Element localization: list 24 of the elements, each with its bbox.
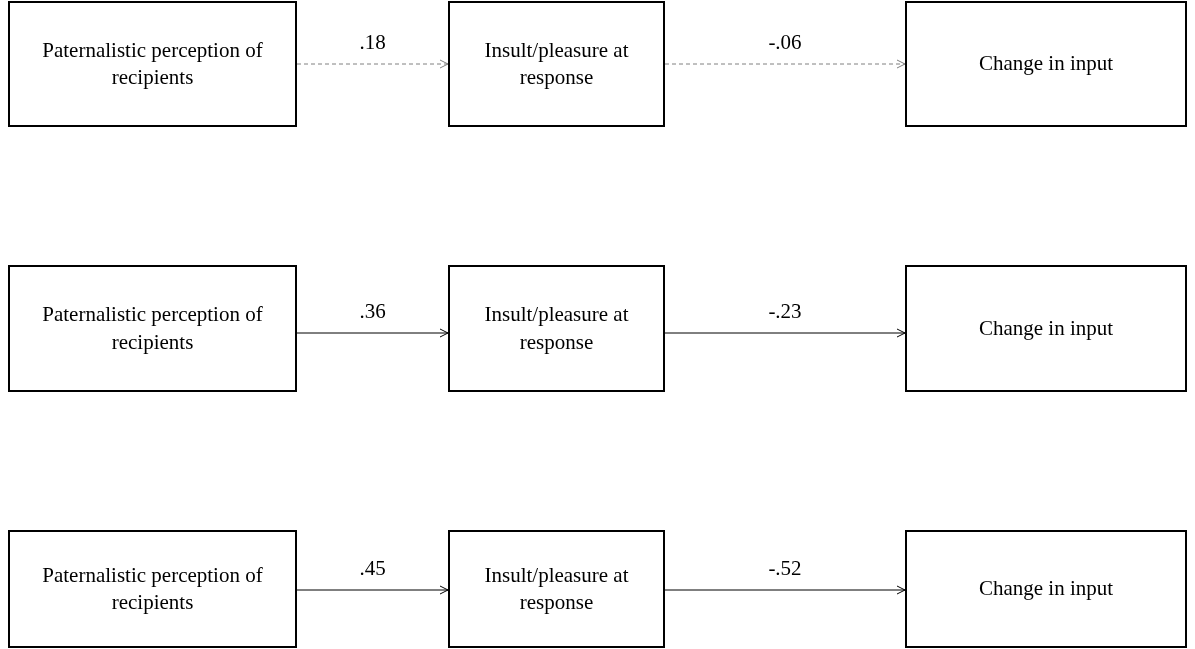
arrow	[296, 328, 449, 338]
box-label: Change in input	[978, 50, 1114, 78]
process-box	[448, 1, 665, 127]
process-box	[448, 265, 665, 392]
process-box	[8, 265, 297, 392]
process-box	[8, 530, 297, 648]
arrow	[296, 585, 449, 595]
arrow	[664, 59, 906, 69]
box-label: Insult/pleasure at response	[483, 561, 630, 616]
box-label: Paternalistic perception of recipients	[41, 301, 264, 356]
process-box	[905, 265, 1187, 392]
arrow	[296, 59, 449, 69]
box-label: Paternalistic perception of recipients	[41, 561, 264, 616]
arrow	[664, 328, 906, 338]
process-box	[8, 1, 297, 127]
box-label: Change in input	[978, 314, 1114, 342]
arrow	[664, 585, 906, 595]
box-label: Paternalistic perception of recipients	[41, 36, 264, 91]
box-label: Change in input	[978, 575, 1114, 603]
box-label: Insult/pleasure at response	[483, 301, 630, 356]
process-box	[905, 1, 1187, 127]
box-label: Insult/pleasure at response	[483, 36, 630, 91]
process-box	[905, 530, 1187, 648]
process-box	[448, 530, 665, 648]
